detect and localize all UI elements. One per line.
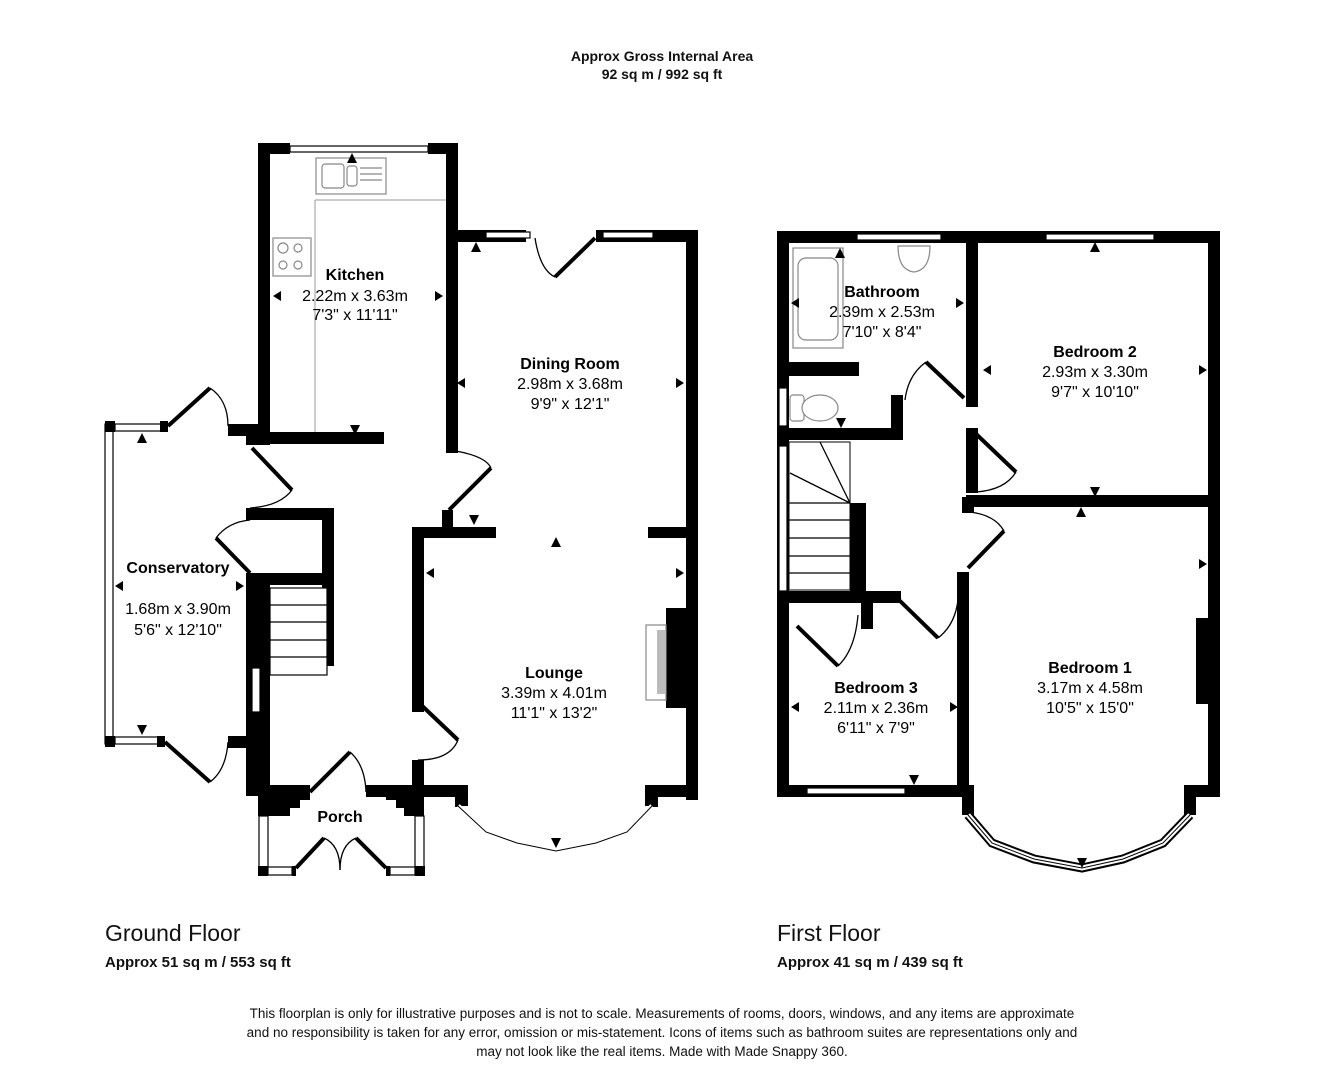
- stairs-icon: [269, 587, 328, 676]
- stairs-icon: [788, 441, 851, 591]
- svg-text:Bedroom 1: Bedroom 1: [1048, 660, 1132, 677]
- svg-text:7'3" x 11'11": 7'3" x 11'11": [312, 307, 397, 324]
- svg-text:1.68m x 3.90m: 1.68m x 3.90m: [125, 601, 231, 618]
- svg-text:Bathroom: Bathroom: [844, 284, 920, 301]
- svg-text:2.98m x 3.68m: 2.98m x 3.68m: [517, 376, 623, 393]
- dining-lounge-walls: [412, 230, 698, 807]
- conservatory-walls: [104, 421, 260, 796]
- basin-icon: [897, 245, 931, 273]
- room-label-dining-room: Dining Room 2.98m x 3.68m 9'9" x 12'1": [517, 356, 623, 413]
- svg-text:9'9" x 12'1": 9'9" x 12'1": [531, 396, 610, 413]
- first-floor-title: First Floor: [777, 920, 881, 946]
- svg-text:10'5" x 15'0": 10'5" x 15'0": [1046, 700, 1134, 717]
- svg-text:Dining Room: Dining Room: [520, 356, 620, 373]
- gross-area-title: Approx Gross Internal Area: [570, 48, 754, 64]
- disclaimer-line-1: This floorplan is only for illustrative …: [249, 1006, 1075, 1021]
- svg-text:3.39m x 4.01m: 3.39m x 4.01m: [501, 685, 607, 702]
- svg-text:Bedroom 2: Bedroom 2: [1053, 344, 1137, 361]
- ground-floor-plan: Kitchen 2.22m x 3.63m 7'3" x 11'11" Dini…: [104, 143, 698, 876]
- dining-door: [553, 236, 597, 279]
- room-label-bedroom-1: Bedroom 1 3.17m x 4.58m 10'5" x 15'0": [1037, 660, 1143, 717]
- bath-icon: [792, 247, 844, 349]
- room-label-porch: Porch: [317, 809, 362, 826]
- room-label-bedroom-2: Bedroom 2 2.93m x 3.30m 9'7" x 10'10": [1042, 344, 1148, 401]
- svg-text:Conservatory: Conservatory: [126, 560, 229, 577]
- gross-area-header: Approx Gross Internal Area 92 sq m / 992…: [0, 47, 1324, 83]
- first-floor-plan: Bathroom 2.39m x 2.53m 7'10" x 8'4" Bedr…: [777, 231, 1220, 873]
- lounge-bay-window: [456, 804, 654, 854]
- first-floor-area: Approx 41 sq m / 439 sq ft: [777, 954, 963, 971]
- svg-text:11'1" x 13'2": 11'1" x 13'2": [511, 705, 598, 722]
- ground-floor-title: Ground Floor: [105, 920, 241, 946]
- svg-text:2.11m x 2.36m: 2.11m x 2.36m: [824, 700, 929, 717]
- kitchen-sink-icon: [315, 157, 387, 195]
- dimension-arrows-first: [791, 242, 1207, 868]
- hob-icon: [272, 237, 312, 277]
- svg-text:6'11" x 7'9": 6'11" x 7'9": [837, 720, 915, 737]
- svg-text:2.39m x 2.53m: 2.39m x 2.53m: [829, 304, 935, 321]
- svg-text:9'7" x 10'10": 9'7" x 10'10": [1051, 384, 1139, 401]
- toilet-icon: [789, 394, 839, 422]
- svg-text:7'10" x 8'4": 7'10" x 8'4": [843, 324, 922, 341]
- svg-text:2.93m x 3.30m: 2.93m x 3.30m: [1042, 364, 1148, 381]
- ground-floor-area: Approx 51 sq m / 553 sq ft: [105, 954, 291, 971]
- dimension-arrows-ground: [115, 153, 684, 848]
- svg-text:2.22m x 3.63m: 2.22m x 3.63m: [302, 288, 408, 305]
- svg-text:Lounge: Lounge: [525, 665, 583, 682]
- kitchen-walls: [258, 143, 458, 453]
- room-label-lounge: Lounge 3.39m x 4.01m 11'1" x 13'2": [501, 665, 607, 722]
- svg-text:Bedroom 3: Bedroom 3: [834, 680, 918, 697]
- room-label-bathroom: Bathroom 2.39m x 2.53m 7'10" x 8'4": [829, 284, 935, 341]
- fireplace-icon: [645, 624, 667, 701]
- svg-text:Kitchen: Kitchen: [326, 267, 385, 284]
- room-label-bedroom-3: Bedroom 3 2.11m x 2.36m 6'11" x 7'9": [824, 680, 929, 737]
- porch-walls: [258, 790, 425, 876]
- disclaimer-line-3: may not look like the real items. Made w…: [476, 1044, 848, 1059]
- svg-text:3.17m x 4.58m: 3.17m x 4.58m: [1037, 680, 1143, 697]
- svg-text:5'6" x 12'10": 5'6" x 12'10": [134, 622, 222, 639]
- svg-text:Porch: Porch: [317, 809, 362, 826]
- gross-area-value: 92 sq m / 992 sq ft: [601, 66, 723, 82]
- room-label-kitchen: Kitchen 2.22m x 3.63m 7'3" x 11'11": [302, 267, 408, 324]
- kitchen-window: [289, 145, 429, 153]
- room-label-conservatory: Conservatory 1.68m x 3.90m 5'6" x 12'10": [125, 560, 231, 639]
- disclaimer-line-2: and no responsibility is taken for any e…: [246, 1025, 1078, 1040]
- disclaimer: This floorplan is only for illustrative …: [190, 1004, 1134, 1061]
